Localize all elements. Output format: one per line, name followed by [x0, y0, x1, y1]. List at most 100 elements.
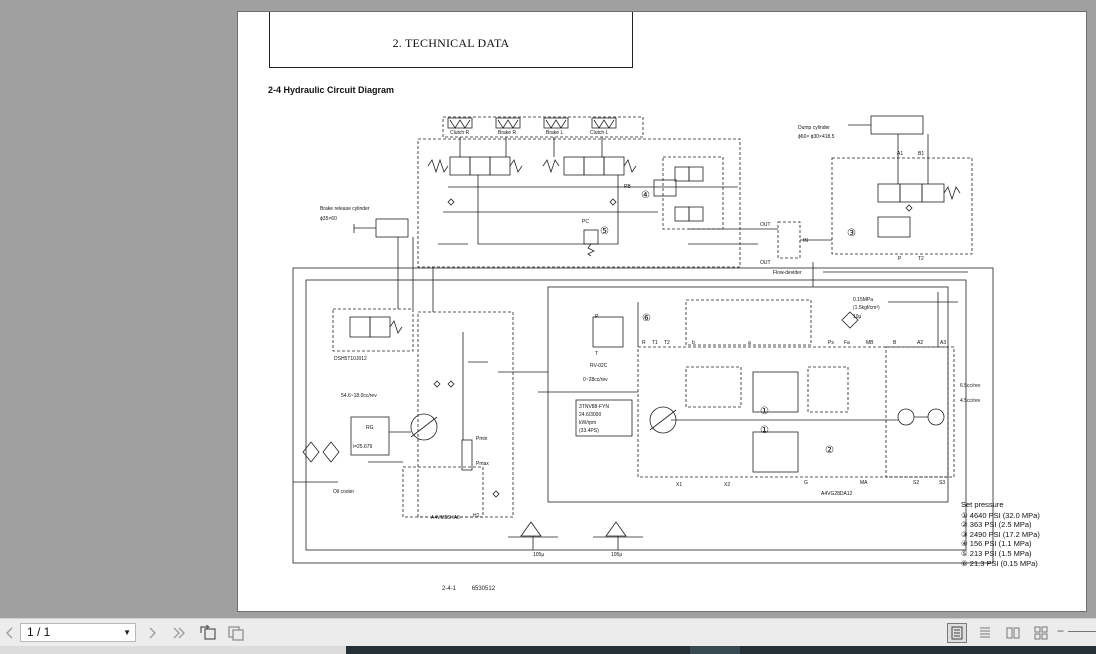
marker-4: ④	[641, 190, 650, 201]
two-page-icon[interactable]	[1003, 623, 1023, 643]
marker-1b: ①	[760, 425, 769, 436]
page-header-title: 2. TECHNICAL DATA	[392, 36, 510, 50]
label-t1: T1	[652, 340, 658, 346]
label-x1: X1	[676, 482, 682, 488]
taskbar-strip	[0, 646, 1096, 654]
marker-3: ③	[847, 228, 856, 239]
fit-page-icon[interactable]	[226, 623, 246, 643]
label-rv: RV-02C	[590, 363, 608, 369]
label-a3: A3	[940, 340, 946, 346]
label-s3: S3	[939, 480, 945, 486]
chevron-left-icon[interactable]	[2, 623, 18, 643]
label-strainer-2: 105μ	[611, 552, 622, 558]
single-page-icon[interactable]	[947, 623, 967, 643]
label-h1: H1	[473, 513, 480, 519]
label-a1: A1	[897, 151, 903, 157]
marker-2: ②	[825, 445, 834, 456]
label-oil-cooler: Oil cooler	[333, 489, 354, 495]
label-b1: B1	[918, 151, 924, 157]
label-rv-t: T	[595, 351, 598, 357]
zoom-slider[interactable]	[1068, 631, 1096, 632]
footer-page-number: 2-4-1	[442, 586, 457, 592]
label-brake-release-dim: ϕ35×60	[320, 216, 337, 222]
label-disp-1: 54.6~18.0cc/rev	[341, 393, 377, 399]
label-pc: PC	[582, 219, 589, 225]
label-strainer-1: 105μ	[533, 552, 544, 558]
label-out-2: OUT	[760, 260, 771, 266]
label-fa: Fa	[844, 340, 850, 346]
label-brake-r: Brake R	[498, 130, 516, 136]
label-pump-cc-1: 6.5cc/rev	[960, 383, 981, 389]
footer-doc-code: 6530512	[471, 586, 496, 592]
label-pilot-pressure: 0.15MPa	[853, 297, 873, 303]
double-chevron-right-icon[interactable]	[170, 623, 188, 643]
set-pressure-legend: Set pressure ① 4640 PSI (32.0 MPa) ② 363…	[961, 500, 1040, 568]
label-ps: Ps	[828, 340, 834, 346]
viewer-toolbar: 1 / 1 ▼	[0, 618, 1096, 646]
set-pressure-item: ④ 156 PSI (1.1 MPa)	[961, 539, 1032, 549]
label-engine-4: (33.4PS)	[579, 428, 599, 434]
set-pressure-item: ⑥ 21.3 PSI (0.15 MPa)	[961, 558, 1038, 568]
continuous-icon[interactable]	[975, 623, 995, 643]
set-pressure-heading: Set pressure	[961, 500, 1004, 509]
marker-1a: ①	[760, 406, 769, 417]
label-engine-3: kW/rpm	[579, 420, 596, 426]
label-pump-a4vg: A4VG28DA12	[821, 491, 853, 497]
label-r: R	[642, 340, 646, 346]
label-dsh: DSH5T10J012	[334, 356, 367, 362]
label-b-port: B	[893, 340, 897, 346]
label-a2: A2	[917, 340, 923, 346]
pdf-page: 2. TECHNICAL DATA 2-4 Hydraulic Circuit …	[237, 11, 1087, 612]
page-number-value: 1 / 1	[27, 625, 51, 639]
section-title: 2-4 Hydraulic Circuit Diagram	[268, 85, 395, 95]
label-motor-a4vm: A4VM55HA6	[431, 515, 460, 521]
label-clutch-l: Clutch L	[590, 130, 609, 136]
label-pb: PB	[624, 184, 631, 190]
header-box: 2. TECHNICAL DATA	[269, 12, 633, 68]
label-brake-l: Brake L	[546, 130, 563, 136]
label-rv-p: P	[595, 314, 599, 320]
label-b: b	[692, 340, 695, 346]
set-pressure-item: ② 363 PSI (2.5 MPa)	[961, 520, 1032, 530]
label-rg: RG	[366, 425, 374, 431]
label-in: IN	[803, 238, 808, 244]
two-page-continuous-icon[interactable]	[1031, 623, 1051, 643]
document-viewer[interactable]: 2. TECHNICAL DATA 2-4 Hydraulic Circuit …	[0, 0, 1096, 618]
label-t2: T2	[918, 256, 924, 262]
label-dump-cylinder: Dump cylinder	[798, 125, 830, 131]
label-g: G	[804, 480, 808, 486]
set-pressure-item: ① 4640 PSI (32.0 MPa)	[961, 510, 1040, 520]
label-flow-divider: Flow-devider	[773, 270, 802, 276]
label-pmax: Pmax	[476, 461, 489, 467]
set-pressure-item: ③ 2490 PSI (17.2 MPa)	[961, 529, 1040, 539]
label-dump-dim: ϕ60× ϕ30×418.5	[798, 134, 835, 140]
label-filter-micron: 10μ	[853, 314, 862, 320]
label-brake-release: Brake release cylinder	[320, 206, 370, 212]
chevron-down-icon: ▼	[123, 628, 131, 637]
page-footer: 2-4-1 6530512	[442, 586, 509, 592]
label-x2: X2	[724, 482, 730, 488]
label-out-1: OUT	[760, 222, 771, 228]
marker-6: ⑥	[642, 313, 651, 324]
label-disp-2: 0~28cc/rev	[583, 377, 608, 383]
set-pressure-item: ⑤ 213 PSI (1.5 MPa)	[961, 548, 1032, 558]
label-p: P	[898, 256, 902, 262]
label-ratio: i=25.679	[353, 444, 373, 450]
label-engine-1: 3TNV88-FYN	[579, 404, 609, 410]
label-pmin: Pmin	[476, 436, 488, 442]
label-t2b: T2	[664, 340, 670, 346]
label-mb: MB	[866, 340, 874, 346]
rotate-icon[interactable]	[198, 623, 218, 643]
label-ma: MA	[860, 480, 868, 486]
hydraulic-circuit-diagram: Clutch R Brake R Brake L Clutch L Dump c…	[292, 115, 994, 564]
label-engine-2: 24.6/3000	[579, 412, 601, 418]
chevron-right-icon[interactable]	[144, 623, 160, 643]
label-pump-cc-2: 4.5cc/rev	[960, 398, 981, 404]
label-s2: S2	[913, 480, 919, 486]
label-pilot-pressure-2: (1.5kgf/cm²)	[853, 305, 880, 311]
zoom-minus-icon[interactable]: −	[1057, 624, 1065, 638]
label-a: a	[748, 340, 751, 346]
label-clutch-r: Clutch R	[450, 130, 470, 136]
page-number-select[interactable]: 1 / 1 ▼	[20, 623, 136, 642]
marker-5: ⑤	[600, 226, 609, 237]
